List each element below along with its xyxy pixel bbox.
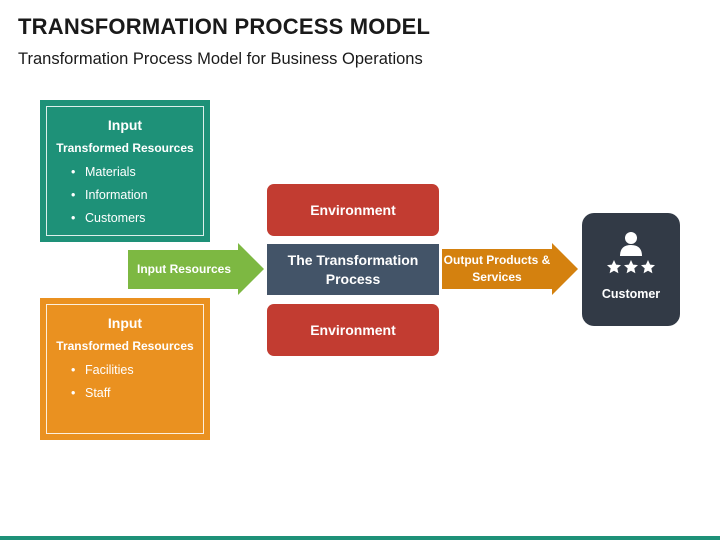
customer-rating-icon	[607, 232, 655, 274]
environment-top-box: Environment	[267, 184, 439, 236]
list-item: Customers	[71, 207, 203, 230]
page-title: TRANSFORMATION PROCESS MODEL	[18, 14, 431, 39]
customer-box: Customer	[582, 213, 680, 326]
transformation-process-label: The Transformation Process	[287, 251, 419, 287]
list-item: Materials	[71, 161, 203, 184]
input-box-list: Facilities Staff	[47, 359, 203, 405]
input-box-title: Input	[107, 117, 143, 133]
output-products-label: Output Products & Services	[443, 253, 551, 284]
page-subtitle: Transformation Process Model for Busines…	[18, 50, 423, 68]
input-resources-label: Input Resources	[136, 262, 232, 276]
star-icons	[607, 260, 655, 274]
input-box-transformed-resources: Input Transformed Resources Materials In…	[40, 100, 210, 242]
input-box-title: Input	[107, 315, 143, 331]
input-box-subtitle: Transformed Resources	[56, 339, 194, 353]
transformation-process-box: The Transformation Process	[267, 244, 439, 295]
list-item: Facilities	[71, 359, 203, 382]
list-item: Information	[71, 184, 203, 207]
input-box-subtitle: Transformed Resources	[56, 141, 194, 155]
list-item: Staff	[71, 382, 203, 405]
environment-bottom-box: Environment	[267, 304, 439, 356]
bottom-accent-bar	[0, 536, 720, 540]
input-box-list: Materials Information Customers	[47, 161, 203, 230]
customer-label: Customer	[601, 287, 661, 301]
input-box-transforming-resources: Input Transformed Resources Facilities S…	[40, 298, 210, 440]
